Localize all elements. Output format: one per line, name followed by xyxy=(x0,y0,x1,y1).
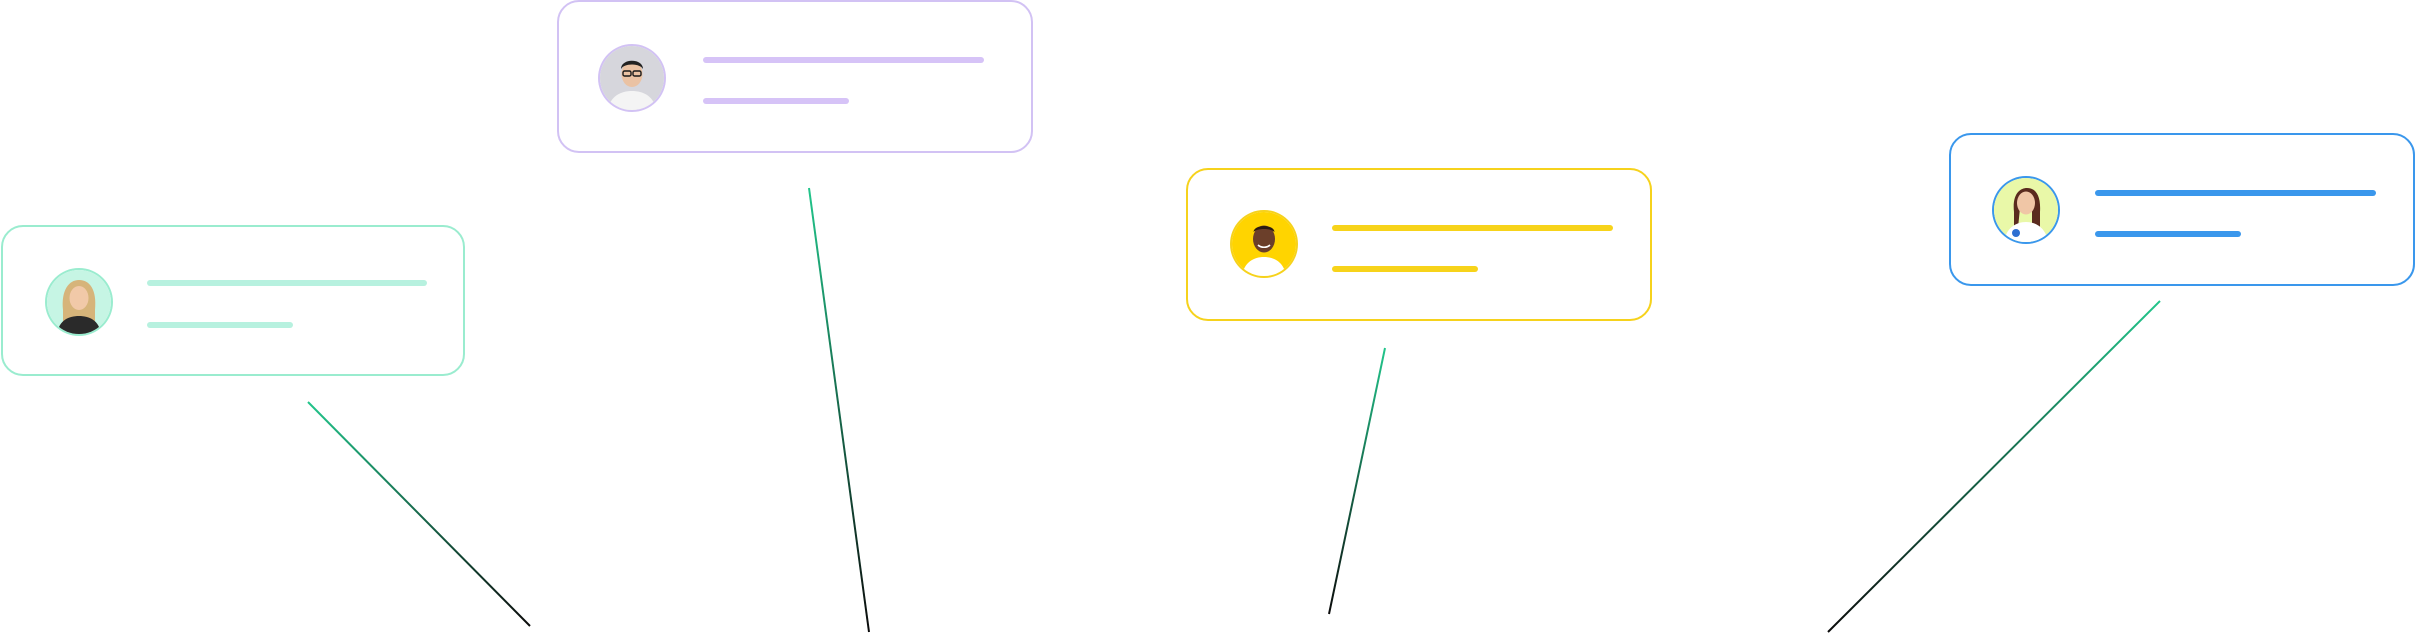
connector-line-1 xyxy=(307,401,531,627)
avatar xyxy=(1232,212,1296,276)
profile-card-yellow[interactable] xyxy=(1186,168,1652,321)
profile-card-blue[interactable] xyxy=(1949,133,2415,286)
placeholder-line-long xyxy=(147,280,427,286)
placeholder-line-short xyxy=(1332,266,1478,272)
placeholder-line-long xyxy=(2095,190,2376,196)
profile-card-mint[interactable] xyxy=(1,225,465,376)
avatar xyxy=(1994,178,2058,242)
person-icon xyxy=(600,46,664,110)
connector-line-2 xyxy=(808,187,870,633)
placeholder-line-short xyxy=(2095,231,2241,237)
person-icon xyxy=(1994,178,2058,242)
person-icon xyxy=(1232,212,1296,276)
profile-card-lavender[interactable] xyxy=(557,0,1033,153)
connector-line-3 xyxy=(1328,347,1386,615)
placeholder-line-long xyxy=(1332,225,1613,231)
connector-line-4 xyxy=(1827,300,2161,633)
placeholder-line-short xyxy=(703,98,849,104)
placeholder-line-long xyxy=(703,57,984,63)
person-icon xyxy=(47,270,111,334)
avatar xyxy=(47,270,111,334)
avatar xyxy=(600,46,664,110)
placeholder-line-short xyxy=(147,322,293,328)
